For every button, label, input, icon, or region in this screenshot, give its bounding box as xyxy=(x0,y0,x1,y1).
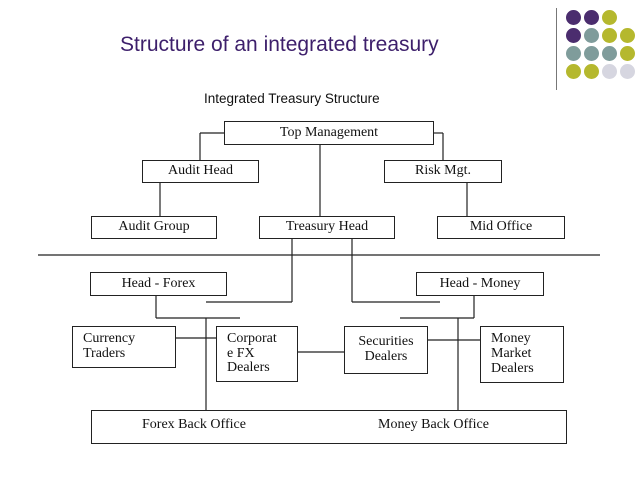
decorative-dot xyxy=(566,46,581,61)
decorative-dot xyxy=(584,28,599,43)
node-head-money: Head - Money xyxy=(416,272,544,296)
node-top-management: Top Management xyxy=(224,121,434,145)
decorative-dot xyxy=(584,10,599,25)
node-back-office xyxy=(91,410,567,444)
node-head-forex: Head - Forex xyxy=(90,272,227,296)
decorative-dot xyxy=(620,28,635,43)
node-money-back-office: Money Back Office xyxy=(378,417,489,432)
decorative-dot xyxy=(602,64,617,79)
decorative-dot xyxy=(602,28,617,43)
node-money-market-dealers: Money Market Dealers xyxy=(480,326,564,383)
decorative-dot xyxy=(620,46,635,61)
node-treasury-head: Treasury Head xyxy=(259,216,395,239)
decorative-dot xyxy=(602,10,617,25)
decorative-divider xyxy=(556,8,557,90)
decorative-dot xyxy=(566,10,581,25)
decorative-dot xyxy=(602,46,617,61)
node-risk-mgt: Risk Mgt. xyxy=(384,160,502,183)
decorative-dot xyxy=(566,28,581,43)
decorative-dot xyxy=(620,64,635,79)
decorative-dot xyxy=(584,46,599,61)
node-audit-head: Audit Head xyxy=(142,160,259,183)
node-securities-dealers: Securities Dealers xyxy=(344,326,428,374)
node-audit-group: Audit Group xyxy=(91,216,217,239)
node-mid-office: Mid Office xyxy=(437,216,565,239)
node-currency-traders: Currency Traders xyxy=(72,326,176,368)
slide-title: Structure of an integrated treasury xyxy=(120,33,439,56)
decorative-dot xyxy=(566,64,581,79)
node-corporate-fx-dealers: Corporat e FX Dealers xyxy=(216,326,298,382)
chart-title: Integrated Treasury Structure xyxy=(204,91,380,106)
decorative-dot xyxy=(584,64,599,79)
node-forex-back-office: Forex Back Office xyxy=(142,417,246,432)
